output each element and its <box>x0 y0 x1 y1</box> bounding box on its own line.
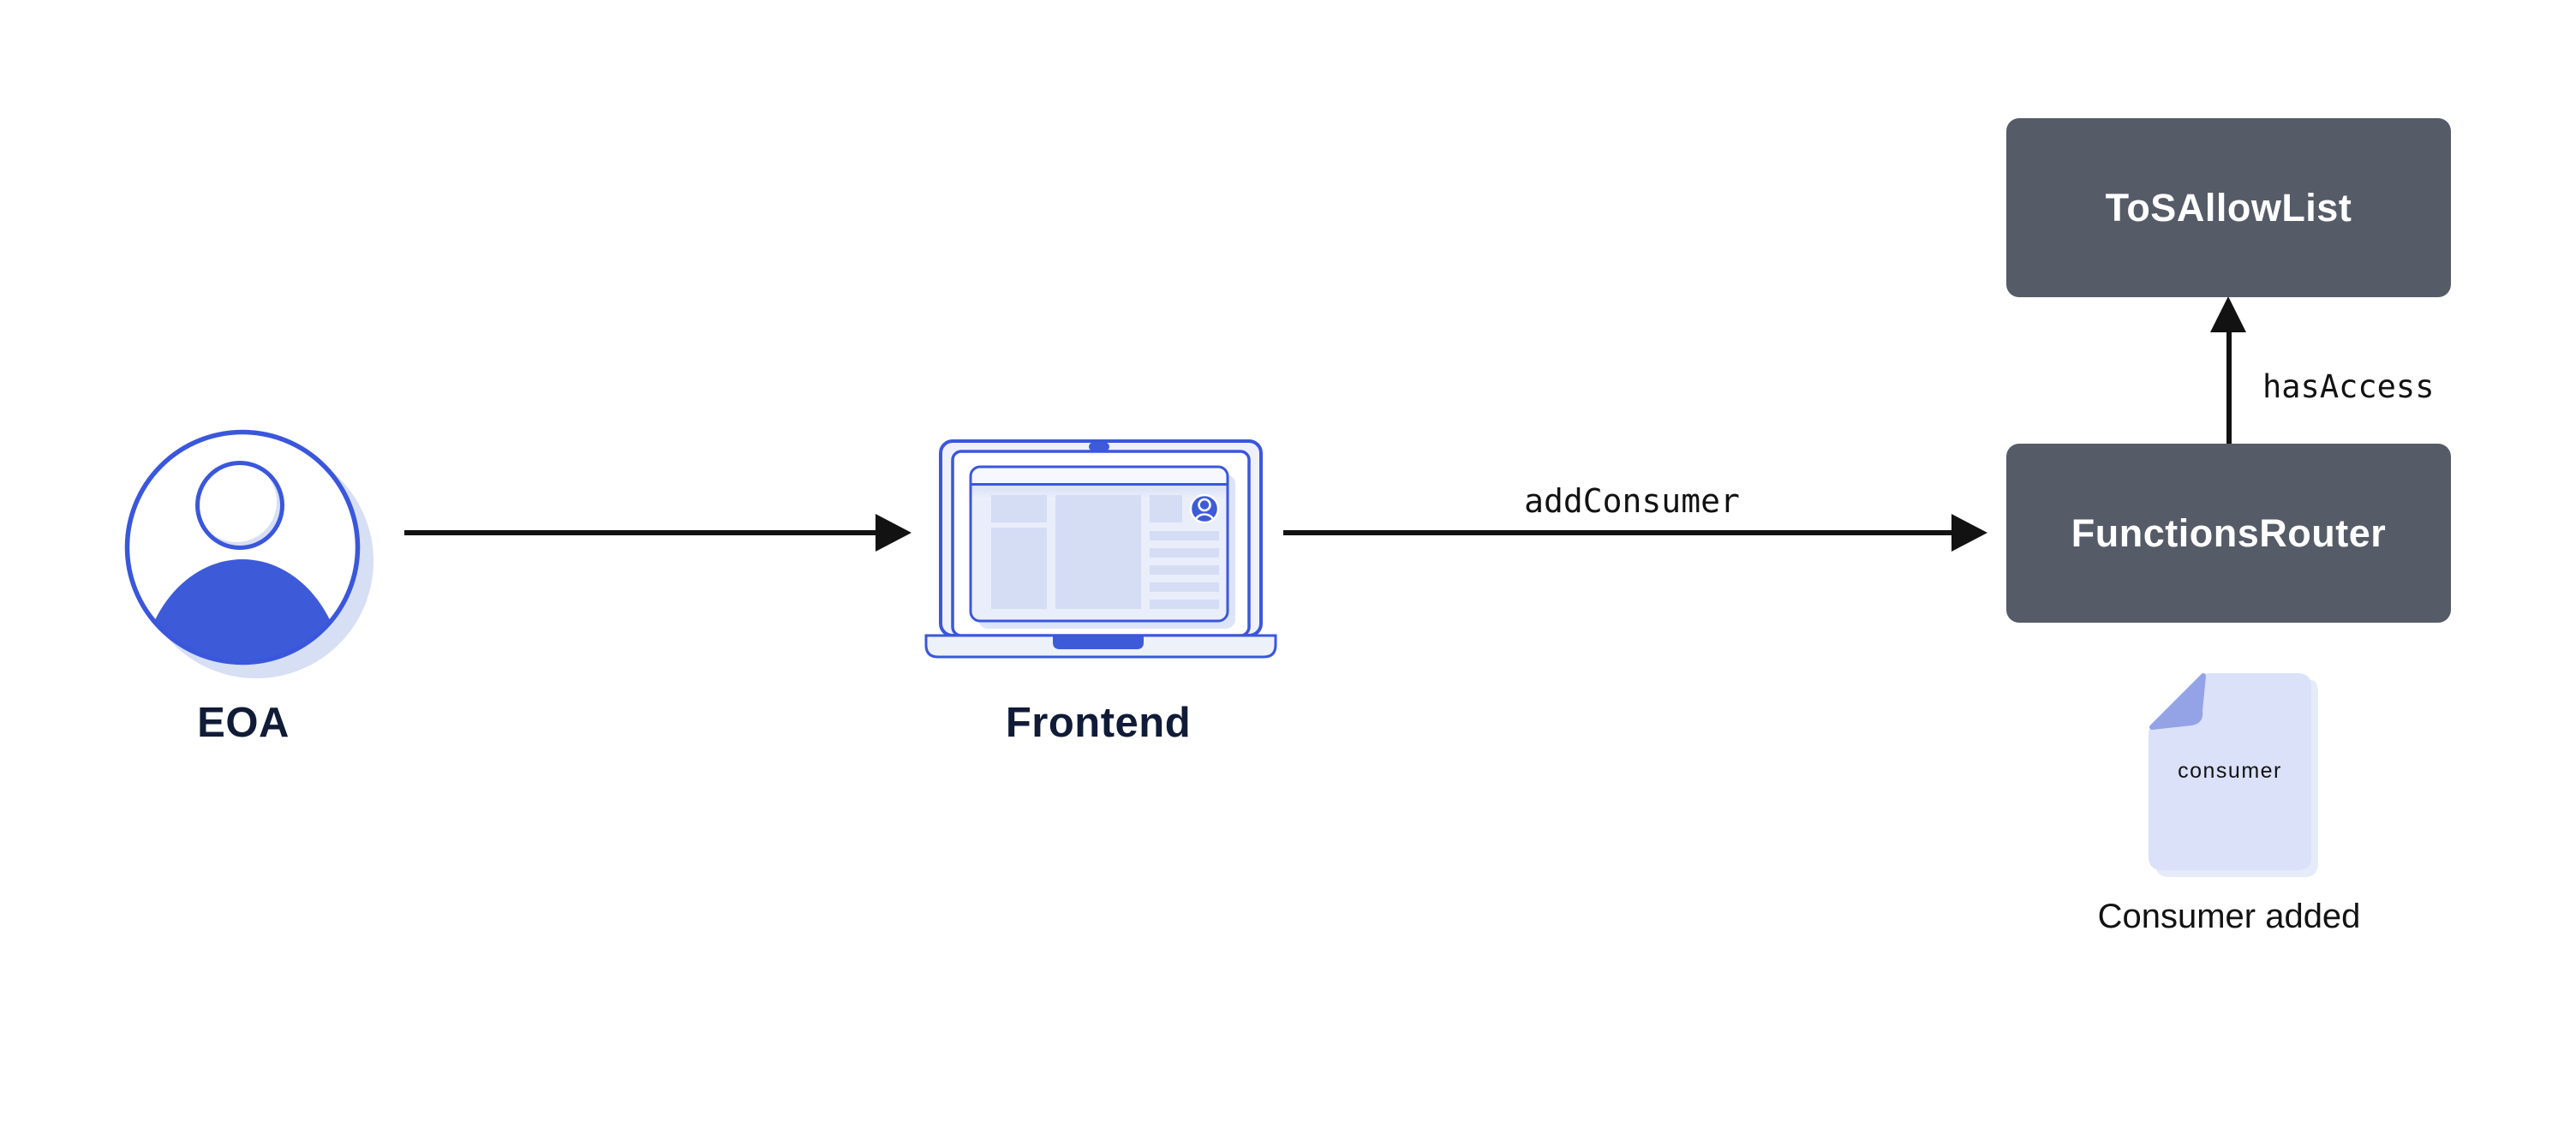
arrow-line <box>404 530 877 535</box>
functionsrouter-label: FunctionsRouter <box>2071 510 2387 555</box>
arrowhead-up-icon <box>2210 296 2246 332</box>
tosallowlist-label: ToSAllowList <box>2105 185 2352 230</box>
arrow-line <box>1283 530 1953 535</box>
laptop-icon <box>924 439 1277 659</box>
arrowhead-right-icon <box>1951 514 1987 552</box>
profile-badge-icon <box>1189 493 1220 524</box>
node-tosallowlist: ToSAllowList <box>2006 118 2451 297</box>
eoa-label: EOA <box>197 700 290 746</box>
arrow-line <box>2226 329 2232 444</box>
document-icon <box>2149 673 2318 877</box>
edge-label-hasaccess: hasAccess <box>2262 368 2435 405</box>
edge-label-addconsumer: addConsumer <box>1524 482 1740 520</box>
node-functionsrouter: FunctionsRouter <box>2006 444 2451 623</box>
user-avatar-icon <box>124 429 374 678</box>
arrowhead-right-icon <box>876 514 911 552</box>
consumer-added-caption: Consumer added <box>2097 898 2361 935</box>
frontend-label: Frontend <box>1005 700 1192 746</box>
consumer-doc-label: consumer <box>2178 759 2282 783</box>
